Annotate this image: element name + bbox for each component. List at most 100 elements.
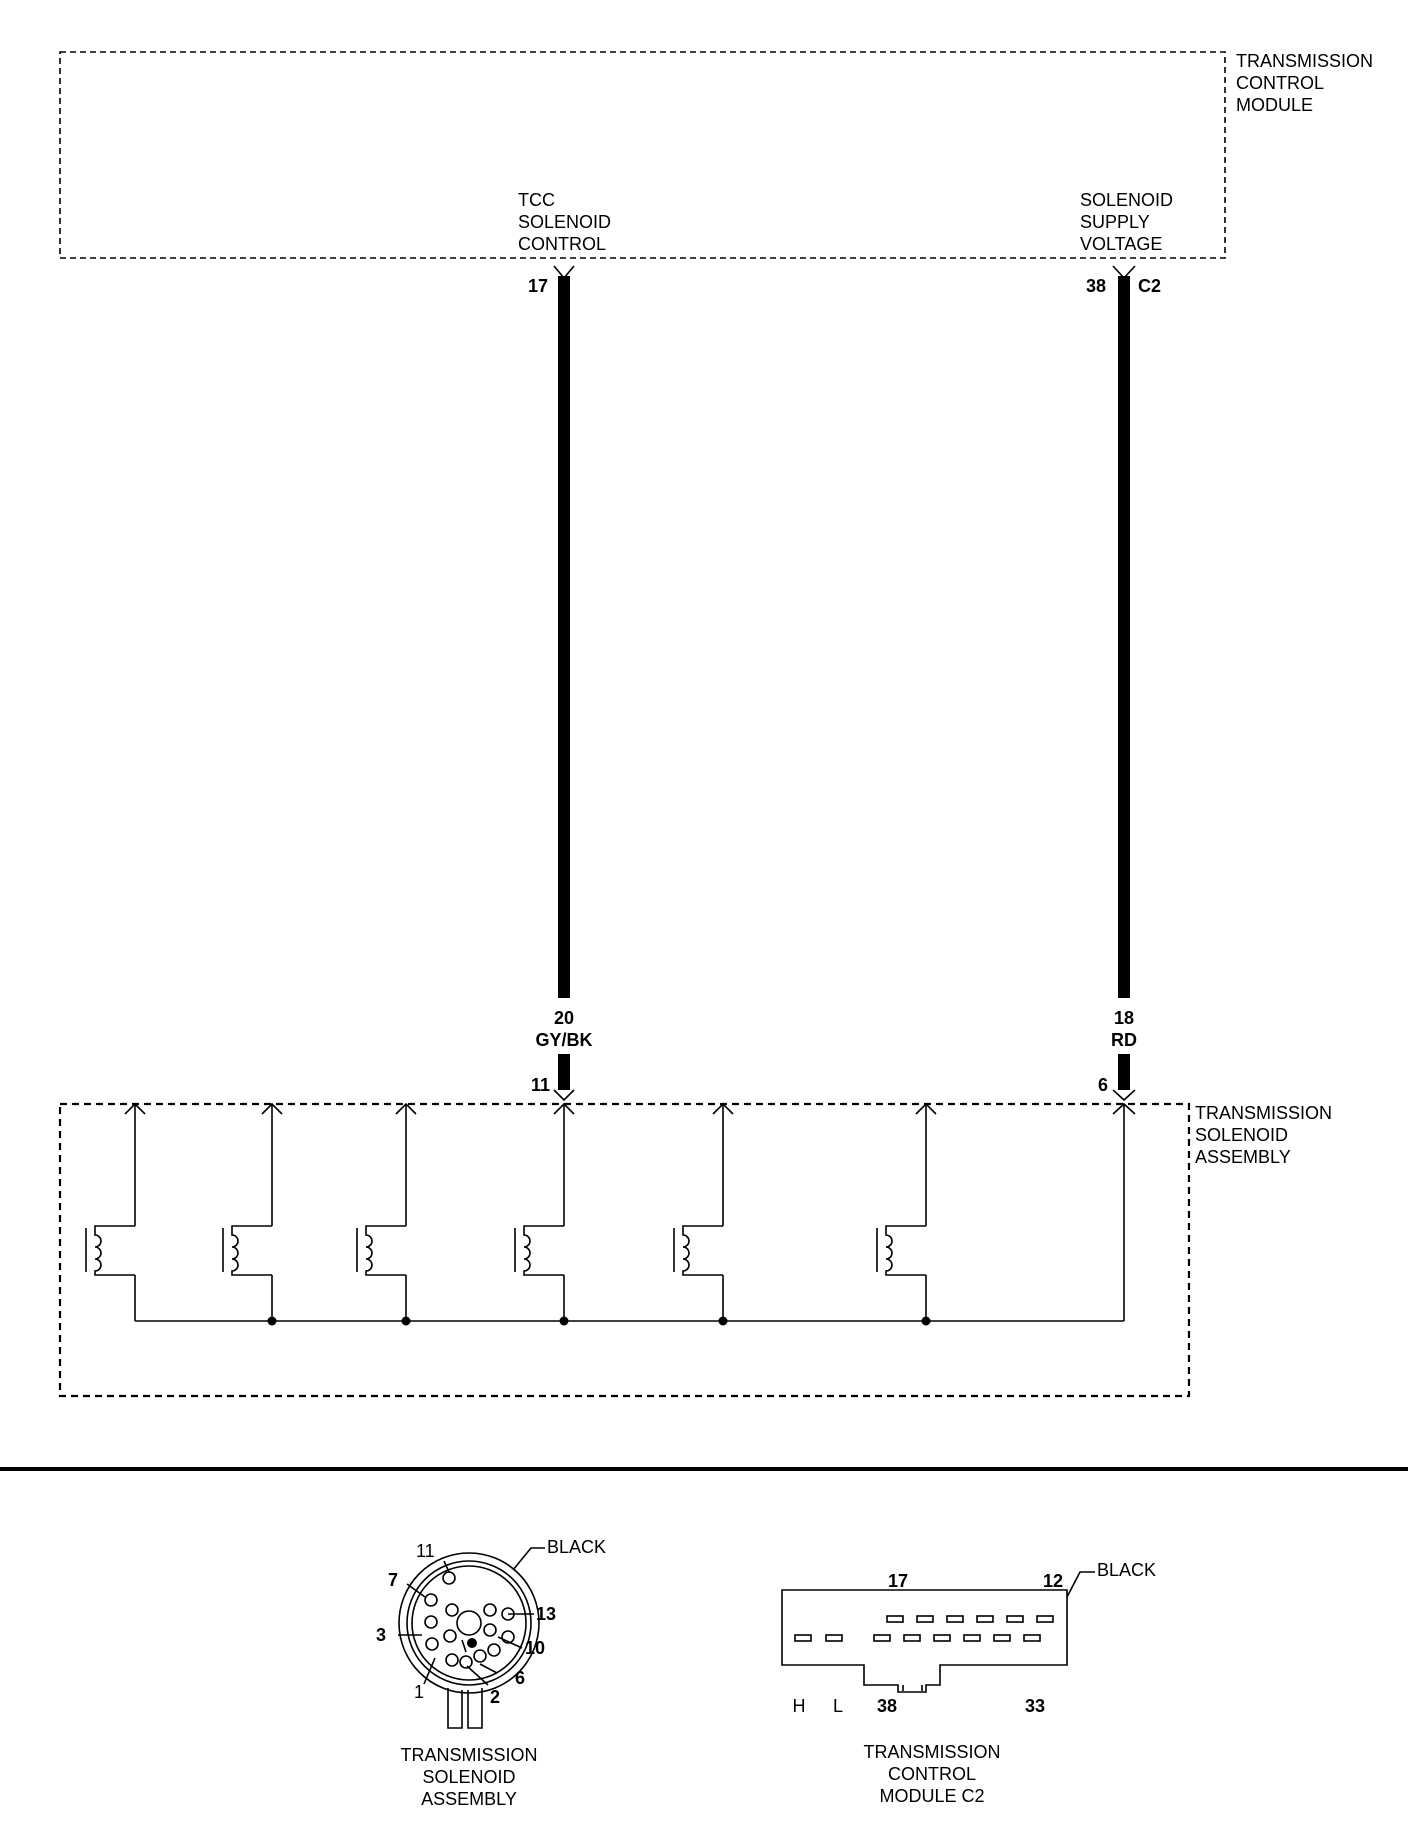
leader-black: [512, 1547, 545, 1571]
c2-pin-slot: [916, 1615, 934, 1623]
tcm-box: [59, 51, 1226, 259]
tsa-pin-hole: [442, 1571, 456, 1585]
tsa-pin-hole: [487, 1643, 501, 1657]
c2-pin-slot: [825, 1634, 843, 1642]
tcm-c2-pin-slots: [794, 1615, 1054, 1642]
supply-wire-label: 18 RD: [1111, 1008, 1137, 1050]
c2-label-17: 17: [888, 1571, 908, 1591]
leader-pin-1: [423, 1657, 436, 1685]
c2-label-33: 33: [1025, 1696, 1045, 1716]
junction-dots: [267, 1316, 931, 1326]
tcm-c2-housing: [781, 1589, 1068, 1693]
c2-pin-slot: [933, 1634, 951, 1642]
solenoid-4: [514, 1102, 575, 1321]
svg-text:GY/BK: GY/BK: [535, 1030, 592, 1050]
tsa-pin-label-7: 7: [388, 1570, 398, 1590]
c2-label-38: 38: [877, 1696, 897, 1716]
leader-pin-11: [443, 1560, 450, 1573]
c2-pin-slot: [1006, 1615, 1024, 1623]
svg-text:SOLENOID: SOLENOID: [518, 212, 611, 232]
c2-label-h: H: [793, 1696, 806, 1716]
c2-label-l: L: [833, 1696, 843, 1716]
tsa-pin-label-3: 3: [376, 1625, 386, 1645]
tsa-pin-holes: [424, 1571, 515, 1669]
leader-pin-6: [479, 1663, 498, 1674]
tsa-pin-hole: [425, 1637, 439, 1651]
solenoid-6: [876, 1102, 937, 1321]
tsa-pin-hole: [445, 1653, 459, 1667]
leader-pin-2: [466, 1665, 489, 1686]
c2-pin-slot: [886, 1615, 904, 1623]
tcm-c2-connector-view: 17 12 BLACK H L 38 33 TRANSMISSION CONTR…: [781, 1560, 1156, 1806]
svg-text:CONTROL: CONTROL: [1236, 73, 1324, 93]
svg-text:SOLENOID: SOLENOID: [1080, 190, 1173, 210]
svg-text:SUPPLY: SUPPLY: [1080, 212, 1150, 232]
tsa-connector-view: 11 7 3 13 10 6 2 1 BLACK TRANSMISSION SO…: [376, 1537, 606, 1809]
svg-text:SOLENOID: SOLENOID: [1195, 1125, 1288, 1145]
svg-text:RD: RD: [1111, 1030, 1137, 1050]
tsa-title: TRANSMISSION SOLENOID ASSEMBLY: [1195, 1103, 1332, 1167]
tcm-c2-latch: [902, 1685, 923, 1691]
junction-2: [401, 1316, 411, 1326]
tcm-title: TRANSMISSION CONTROL MODULE: [1236, 51, 1373, 115]
tsa-key-mark: [461, 1639, 467, 1653]
tcc-lower-pin: 11: [531, 1075, 550, 1095]
tsa-connector-tab: [447, 1688, 483, 1729]
tsa-pin-label-11: 11: [416, 1541, 435, 1561]
leader-pin-10: [497, 1636, 523, 1649]
tsa-pin-label-13: 13: [536, 1604, 556, 1624]
junction-1: [267, 1316, 277, 1326]
leader-c2-black: [1066, 1571, 1095, 1598]
tsa-pin-label-6: 6: [515, 1668, 525, 1688]
tsa-connector-outer: [398, 1552, 540, 1694]
svg-text:MODULE: MODULE: [1236, 95, 1313, 115]
junction-4: [718, 1316, 728, 1326]
tsa-connector-inner: [411, 1565, 527, 1681]
tsa-pin-label-2: 2: [490, 1687, 500, 1707]
tsa-connector-ring: [406, 1560, 532, 1686]
svg-text:TCC: TCC: [518, 190, 555, 210]
c2-pin-slot: [873, 1634, 891, 1642]
tcc-lower-chevron: [553, 1089, 575, 1102]
svg-text:CONTROL: CONTROL: [518, 234, 606, 254]
svg-text:20: 20: [554, 1008, 574, 1028]
tsa-key-dot: [467, 1638, 477, 1648]
c2-pin-slot: [946, 1615, 964, 1623]
solenoid-branches: [85, 1102, 937, 1321]
tcc-wire-label: 20 GY/BK: [535, 1008, 592, 1050]
tsa-box: [58, 1102, 1191, 1398]
supply-lower-chevron: [1112, 1089, 1136, 1102]
tcc-solenoid-control-label: TCC SOLENOID CONTROL: [518, 190, 611, 254]
tsa-caption-line2: SOLENOID: [422, 1767, 515, 1787]
svg-text:ASSEMBLY: ASSEMBLY: [1195, 1147, 1291, 1167]
tsa-pin-hole: [443, 1629, 457, 1643]
c2-label-12: 12: [1043, 1571, 1063, 1591]
tsa-caption-line1: TRANSMISSION: [400, 1745, 537, 1765]
supply-connector-id: C2: [1138, 276, 1161, 296]
svg-text:18: 18: [1114, 1008, 1134, 1028]
tsa-caption-line3: ASSEMBLY: [421, 1789, 517, 1809]
junction-3: [559, 1316, 569, 1326]
c2-pin-slot: [963, 1634, 981, 1642]
tsa-pin-hole: [483, 1623, 497, 1637]
svg-text:TRANSMISSION: TRANSMISSION: [1195, 1103, 1332, 1123]
c2-pin-slot: [976, 1615, 994, 1623]
svg-text:TRANSMISSION: TRANSMISSION: [1236, 51, 1373, 71]
c2-pin-slot: [993, 1634, 1011, 1642]
junction-5: [921, 1316, 931, 1326]
tsa-pin-hole: [445, 1603, 459, 1617]
svg-text:VOLTAGE: VOLTAGE: [1080, 234, 1162, 254]
tsa-pin-hole: [473, 1649, 487, 1663]
solenoid-1: [85, 1102, 146, 1321]
tsa-pin-hole: [501, 1630, 515, 1644]
tsa-pin-label-10: 10: [525, 1638, 545, 1658]
c2-pin-slot: [1036, 1615, 1054, 1623]
supply-pin-number: 38: [1086, 276, 1106, 296]
tsa-pin-hole: [459, 1655, 473, 1669]
c2-pin-slot: [903, 1634, 921, 1642]
supply-internal-arrow: [1112, 1102, 1136, 1115]
solenoid-3: [356, 1102, 417, 1321]
tsa-pin-hole: [424, 1593, 438, 1607]
solenoid-supply-voltage-label: SOLENOID SUPPLY VOLTAGE: [1080, 190, 1173, 254]
c2-connector-color: BLACK: [1097, 1560, 1156, 1580]
